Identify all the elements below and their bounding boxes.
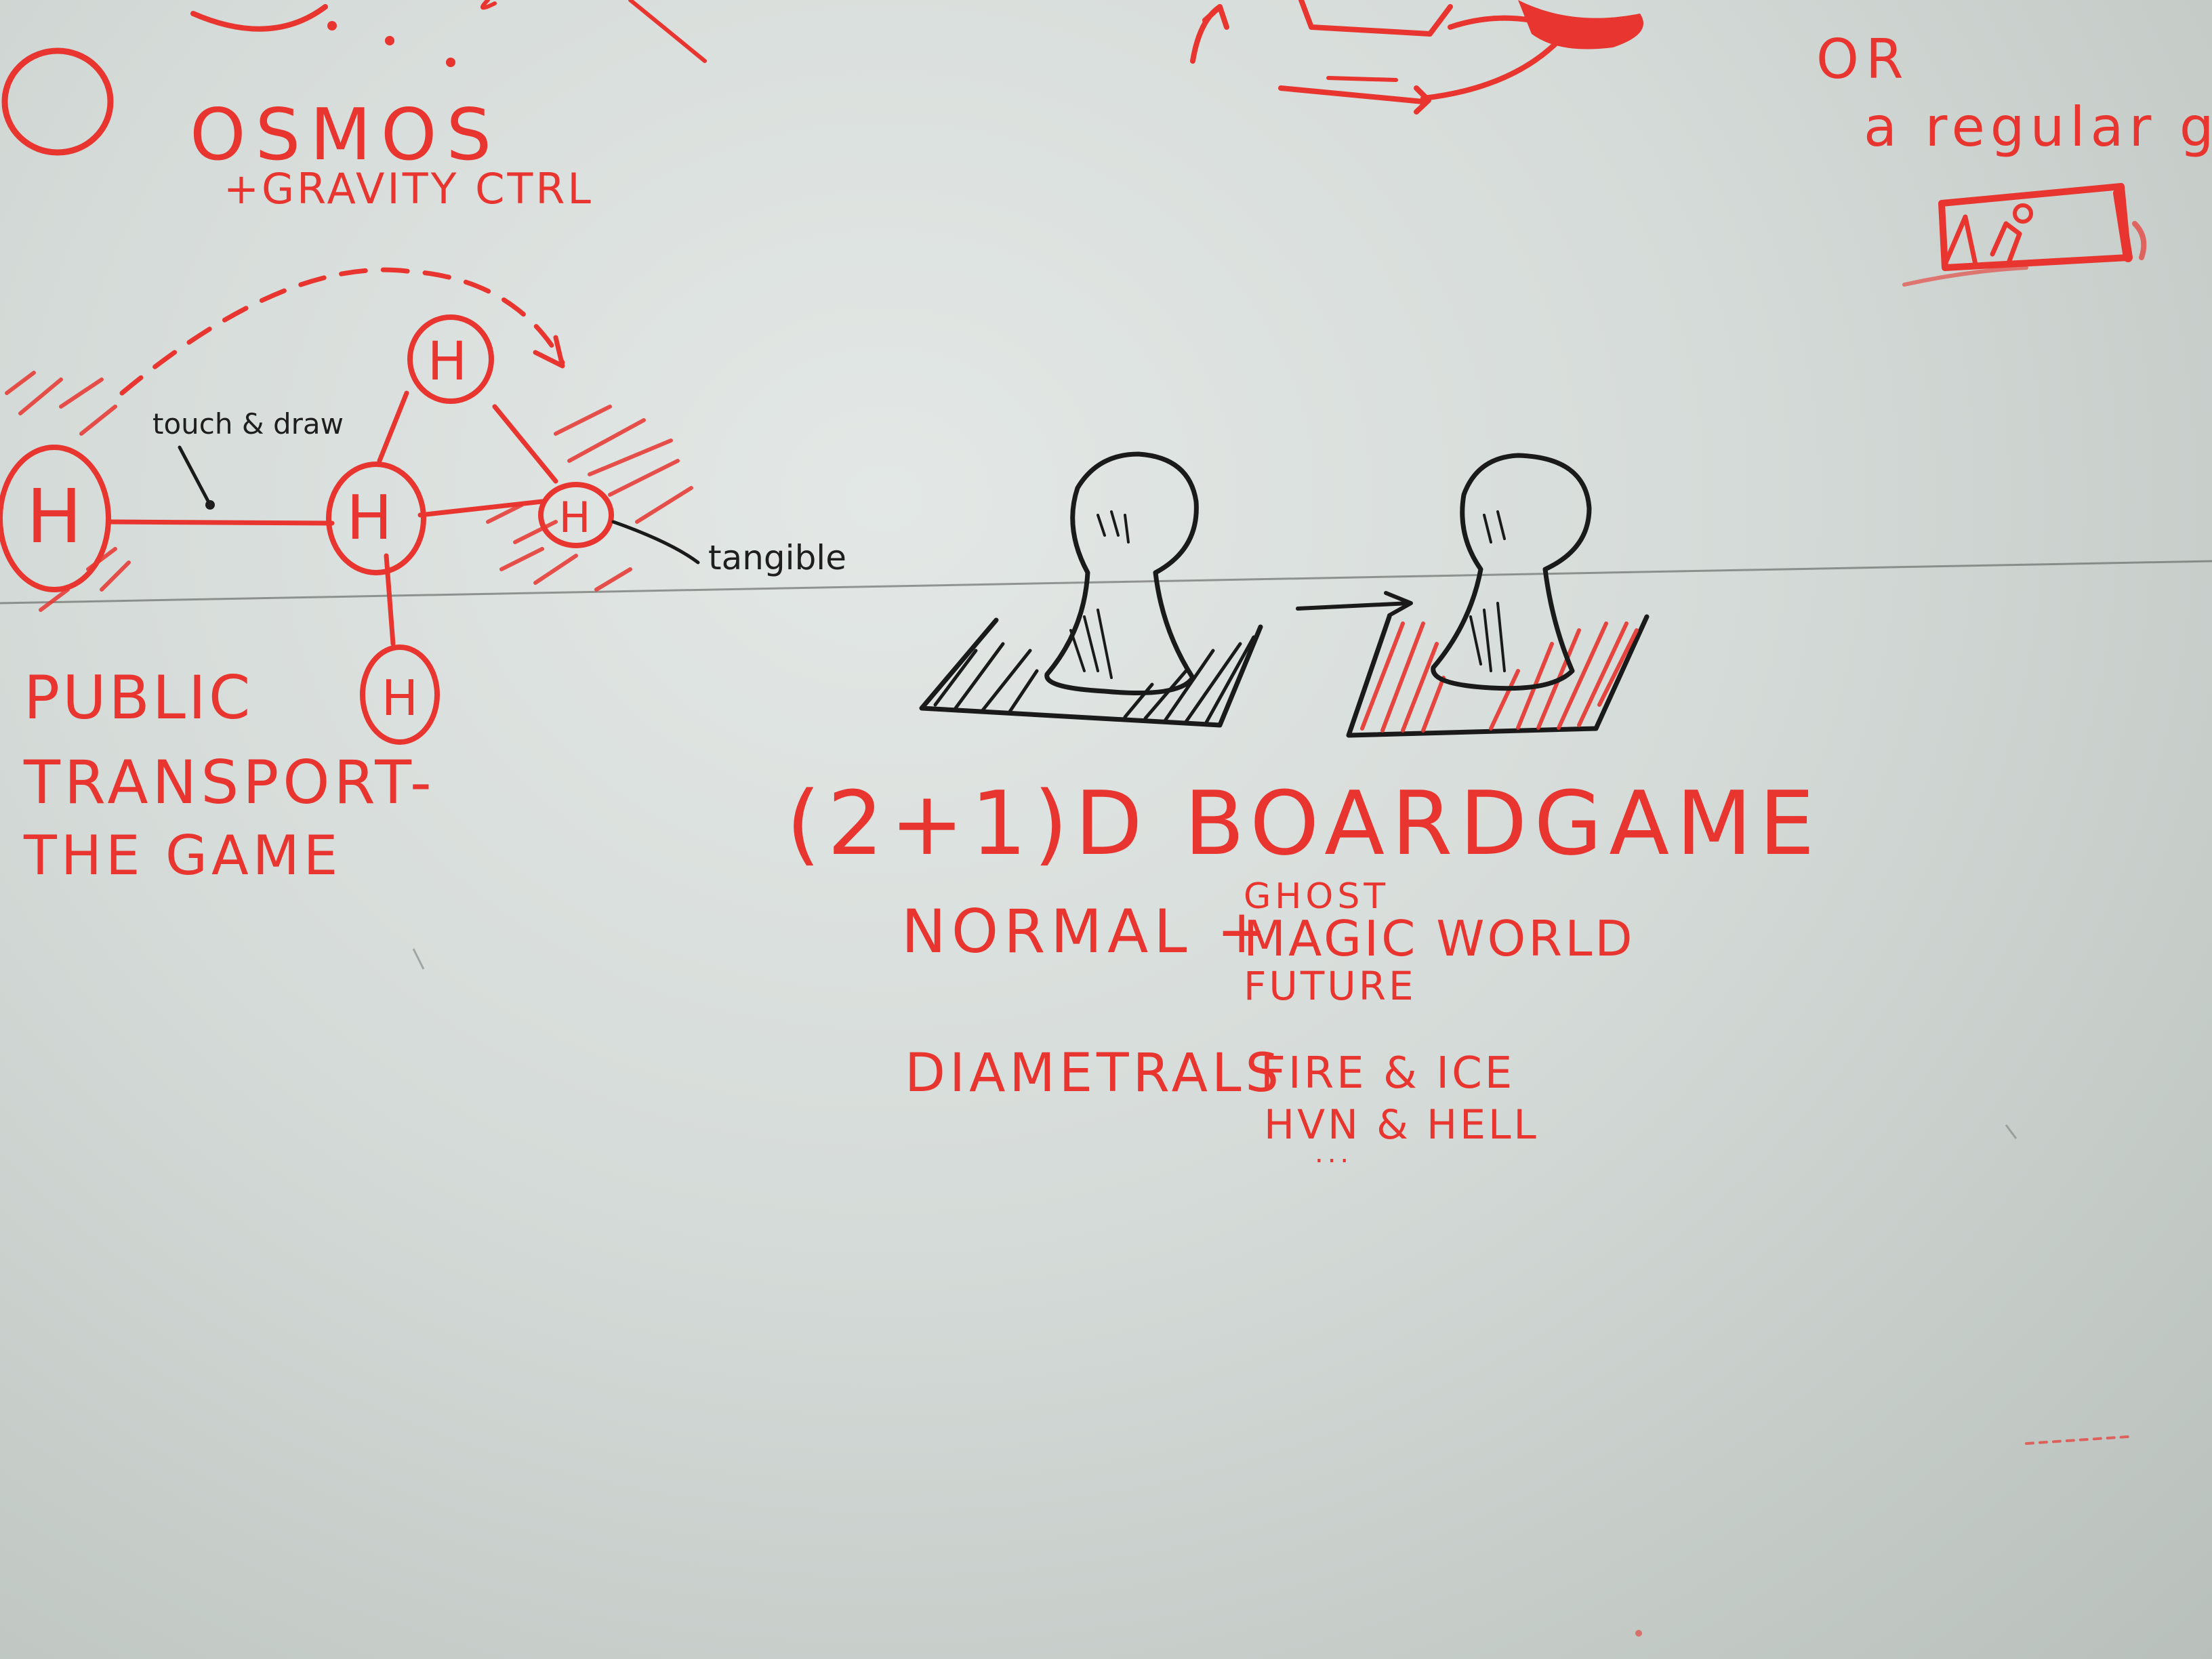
touch-label: touch & draw [152,407,344,441]
dot-icon [446,58,455,67]
pointer-line [611,520,700,565]
red-scribble [1518,0,1643,49]
option-ghost: GHOST [1244,876,1389,917]
hydrogen-node [0,445,111,592]
boardgame-title: (2+1)D BOARDGAME [786,772,1821,875]
node-label: H [346,483,392,554]
stray-marks [412,948,2129,1637]
arrow-down-icon [533,335,565,369]
bond-line [377,390,409,464]
pair-fire-ice: FIRE & ICE [1261,1048,1515,1099]
arrow-up-icon [1202,4,1229,30]
the-game-line: THE GAME [23,824,342,887]
node-label: H [428,331,468,392]
tangible-label: tangible [708,538,846,577]
pair-more: ... [1315,1138,1353,1169]
arrow-right-icon [1384,591,1413,617]
node-label: H [559,493,591,542]
hatching [486,405,693,592]
pointer-line [178,445,212,507]
osmos-title: OSMOS [190,94,501,176]
top-right-note: OR a regular g [1816,28,2212,287]
regular-text: a regular g [1864,96,2212,159]
option-future: FUTURE [1244,963,1416,1009]
diametrals-text: DIAMETRALS [905,1043,1283,1104]
blob-outline [190,4,328,32]
stroke-line [628,0,707,63]
bond-line [417,499,545,518]
hydrogen-node [407,314,494,404]
top-center-sketch [1190,0,1643,115]
arrow-line [1296,601,1412,611]
node-label: H [382,670,418,726]
pair-hvn-hell: HVN & HELL [1264,1101,1539,1149]
bond-line [492,404,558,484]
bond-line [106,519,335,526]
hatching [933,635,1256,724]
normal-text: NORMAL + [901,897,1272,966]
pawn-figure [1431,453,1592,691]
hydrogen-node [326,462,426,575]
hydrogen-node [538,482,614,548]
board-plate [1346,614,1650,738]
osmos-sketch: OSMOS +GRAVITY CTRL [1,0,707,213]
dot-icon [327,21,337,30]
pawn-sketch [919,451,1650,738]
transport-line: TRANSPORT- [23,747,436,817]
osmos-subtitle: +GRAVITY CTRL [224,164,594,213]
boardgame-notes: (2+1)D BOARDGAME NORMAL + GHOST MAGIC WO… [786,772,1821,1169]
dot-icon [385,36,394,45]
hydrogen-node [360,644,440,745]
public-line: PUBLIC [24,663,253,733]
dashed-arc [119,267,565,396]
option-magic-world: MAGIC WORLD [1244,910,1635,967]
board-seam [0,560,2212,605]
arrow-left-icon [1414,85,1431,115]
dot-icon [205,500,215,510]
pawn-figure [1044,451,1199,695]
molecule-diagram: H H H H H touch & draw tangible [0,267,846,745]
hatching [1360,621,1639,733]
node-label: H [26,473,83,560]
or-text: OR [1816,28,1910,91]
circle-icon [1,47,114,156]
public-transport-note: PUBLIC TRANSPORT- THE GAME [23,663,436,887]
board-plate [919,617,1263,728]
